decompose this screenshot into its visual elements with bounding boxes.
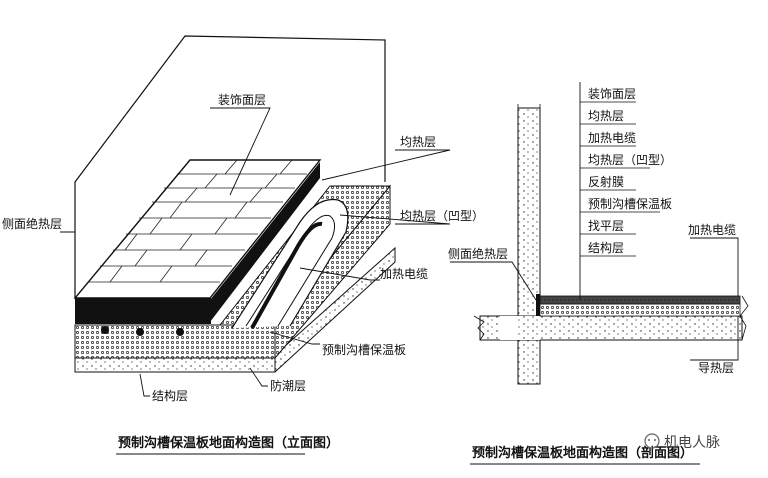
label-section-heat-guide: 导热层 [698, 361, 734, 375]
section-view: 装饰面层 均热层 加热电缆 均热层（凹型） 反射膜 预制沟槽保温板 找平层 结构… [448, 82, 749, 465]
section-side-insulation [536, 294, 540, 316]
stack-label: 均热层 [588, 109, 624, 123]
label-moisture: 防潮层 [270, 378, 306, 393]
decor-surface [73, 159, 322, 299]
stack-label: 结构层 [588, 240, 624, 255]
stack-label: 找平层 [588, 219, 624, 233]
elevation-caption: 预制沟槽保温板地面构造图（立面图） [118, 435, 339, 451]
section-caption: 预制沟槽保温板地面构造图（剖面图） [472, 445, 693, 461]
watermark-text: 机电人脉 [664, 435, 720, 451]
label-section-side-insulation: 侧面绝热层 [448, 246, 508, 261]
u-groove-inner [245, 214, 336, 327]
watermark: 机电人脉 [644, 433, 720, 451]
label-cable: 加热电缆 [380, 267, 428, 281]
stack-separators [580, 101, 660, 257]
elevation-view: 装饰面层 均热层 均热层（凹型） 侧面绝热层 加热电缆 预制沟槽保温板 防潮层 … [2, 35, 484, 455]
stack-label: 反射膜 [588, 174, 624, 189]
cable-dot-2 [136, 328, 144, 336]
back-wall [74, 35, 386, 298]
elevation-leaders [60, 107, 451, 397]
label-board: 预制沟槽保温板 [322, 343, 406, 357]
stack-labels: 装饰面层 均热层 加热电缆 均热层（凹型） 反射膜 预制沟槽保温板 找平层 结构… [588, 87, 672, 255]
stack-label: 装饰面层 [588, 87, 636, 101]
section-wall [517, 107, 541, 385]
heat-spread-front [75, 298, 211, 324]
structure-slab-front [74, 357, 276, 373]
section-insulation-board [539, 303, 741, 317]
stack-label: 预制沟槽保温板 [588, 197, 672, 211]
section-leaders [450, 237, 739, 361]
label-decor: 装饰面层 [218, 93, 266, 107]
cable-dot-1 [101, 326, 109, 334]
cable-dot-3 [176, 328, 184, 336]
heating-cable-groove [250, 221, 323, 329]
label-structure: 结构层 [152, 388, 188, 403]
label-heat-spread: 均热层 [400, 135, 436, 149]
label-side-insulation: 侧面绝热层 [2, 216, 62, 231]
label-section-cable: 加热电缆 [688, 223, 736, 237]
label-heat-spread-u: 均热层（凹型） [400, 209, 484, 223]
tile-lines [88, 159, 307, 283]
chat-bubble-icon [644, 433, 660, 449]
stack-label: 加热电缆 [588, 131, 636, 145]
stack-label: 均热层（凹型） [588, 153, 672, 167]
